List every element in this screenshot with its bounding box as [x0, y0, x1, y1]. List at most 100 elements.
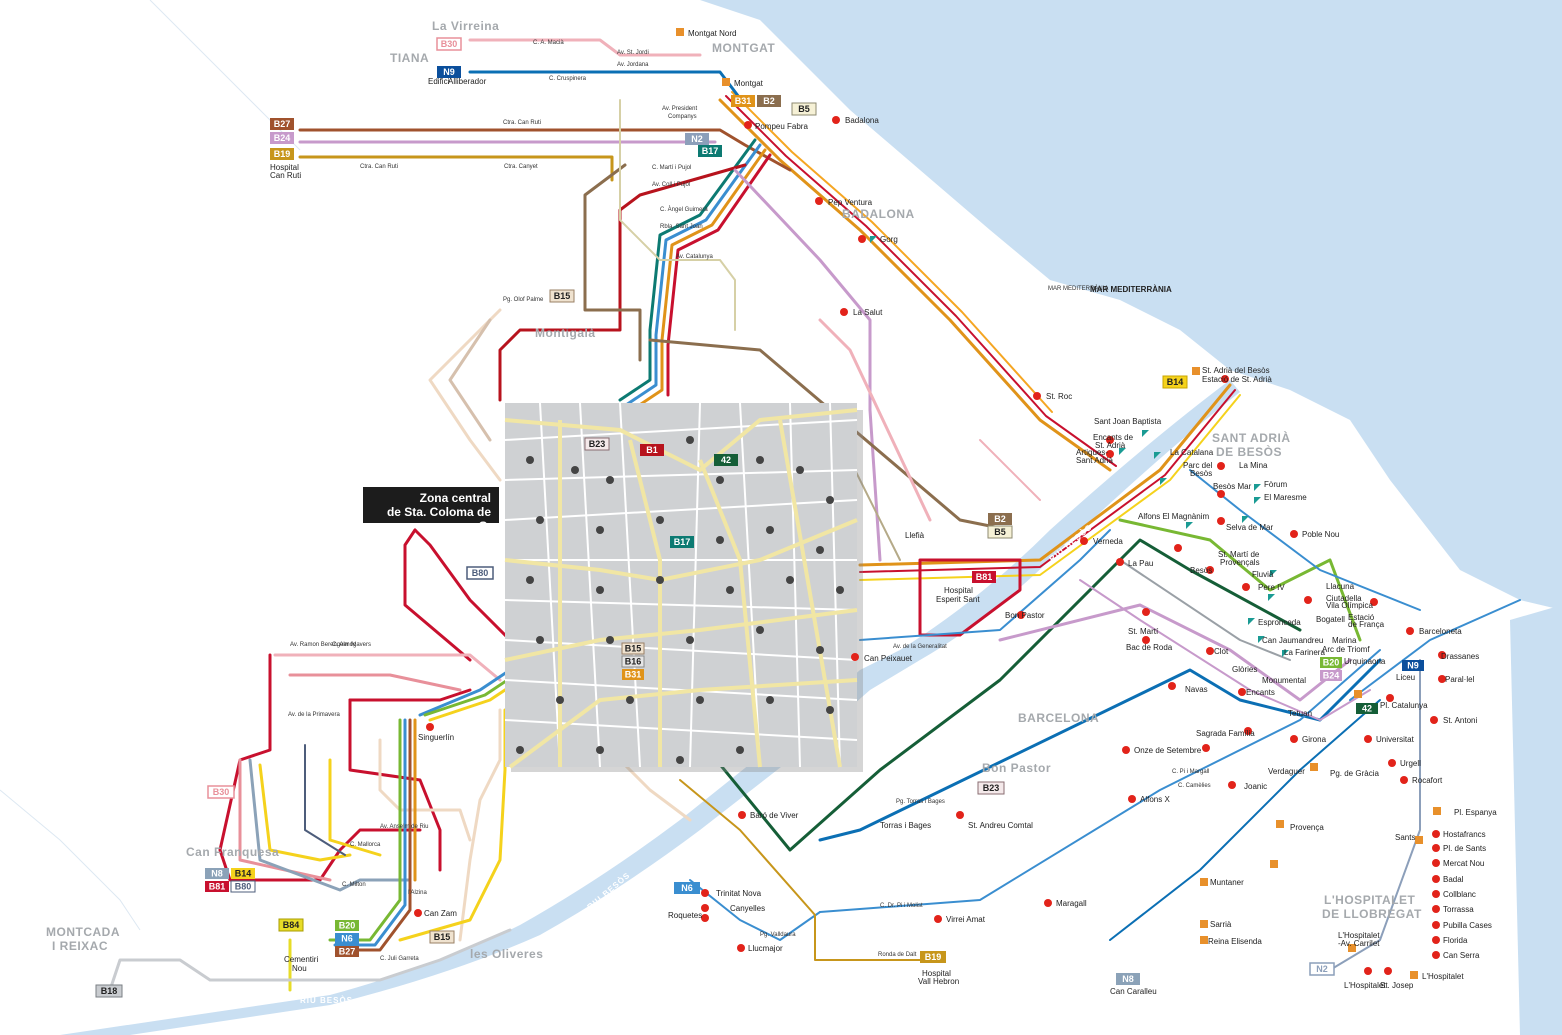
svg-text:N2: N2 [1316, 964, 1328, 974]
badge-n8-left[interactable]: N8 [205, 868, 229, 879]
place-tiana: TIANA [390, 51, 429, 65]
badge-b14-left[interactable]: B14 [231, 868, 255, 879]
street-ctra-can-ruti-2: Ctra. Can Ruti [360, 164, 398, 170]
badge-b31[interactable]: B31 [731, 95, 755, 107]
street-c-angel-guimera: C. Àngel Guimerà [660, 206, 708, 213]
svg-text:N6: N6 [341, 934, 353, 944]
badge-b24-right[interactable]: B24 [1320, 670, 1342, 681]
stop-la-salut: La Salut [853, 308, 883, 317]
stop-hosp-esperit-1: Hospital [944, 586, 973, 595]
badge-b19[interactable]: B19 [270, 148, 294, 160]
svg-text:B30: B30 [213, 787, 230, 797]
svg-text:B15: B15 [434, 932, 451, 942]
svg-text:B17: B17 [674, 537, 691, 547]
badge-b5-right[interactable]: B5 [987, 525, 1013, 539]
stop-urgell: Urgell [1400, 759, 1421, 768]
stop-pl-espanya: Pl. Espanya [1454, 808, 1497, 817]
place-can-franquesa: Can Franquesa [186, 845, 279, 859]
badge-b84[interactable]: B84 [278, 918, 304, 932]
stop-torrassa: Torrassa [1443, 905, 1474, 914]
stop-universitat: Universitat [1376, 735, 1415, 744]
badge-n2[interactable]: N2 [685, 133, 709, 145]
svg-text:B84: B84 [283, 920, 300, 930]
svg-text:B19: B19 [274, 149, 291, 159]
badge-b24[interactable]: B24 [270, 132, 294, 144]
stop-llacuna: Llacuna [1326, 582, 1355, 591]
stop-sarria: Sarrià [1210, 920, 1232, 929]
badge-42-right[interactable]: 42 [1356, 703, 1378, 714]
routes [108, 38, 1521, 992]
badge-b20-left[interactable]: B20 [335, 920, 359, 931]
badge-n6[interactable]: N6 [674, 882, 700, 894]
stop-canyelles: Canyelles [730, 904, 765, 913]
stop-pl-catalunya: Pl. Catalunya [1380, 701, 1428, 710]
svg-text:42: 42 [1362, 704, 1372, 714]
badge-b17[interactable]: B17 [698, 145, 722, 157]
stop-edifici-1: Edifici [428, 77, 450, 86]
stop-arc-triomf: Arc de Triomf [1322, 645, 1370, 654]
stop-rocafort: Rocafort [1412, 776, 1443, 785]
badge-b2-right[interactable]: B2 [988, 513, 1012, 525]
badge-b23-bottom[interactable]: B23 [977, 781, 1005, 795]
stop-estacio-franca-2: de França [1348, 620, 1385, 629]
badge-b15[interactable]: B15 [549, 289, 575, 303]
badge-n9-right[interactable]: N9 [1402, 660, 1424, 671]
badge-n9[interactable]: N9 [437, 66, 461, 78]
stop-forum: Fòrum [1264, 480, 1287, 489]
stop-joanic: Joanic [1244, 782, 1267, 791]
stop-collblanc: Collblanc [1443, 890, 1476, 899]
stop-st-adria-besos: St. Adrià del Besòs [1202, 366, 1270, 375]
street-c-dr-pi-molist: C. Dr. Pi i Molist [880, 903, 923, 909]
badge-b1[interactable]: B1 [640, 444, 664, 456]
street-av-generalitat: Av. de la Generalitat [893, 644, 947, 650]
badge-n8[interactable]: N8 [1116, 973, 1140, 985]
stop-pompeu-fabra: Pompeu Fabra [755, 122, 808, 131]
central-zone-map [504, 402, 863, 772]
stop-montgat: Montgat [734, 79, 764, 88]
stop-pg-gracia: Pg. de Gràcia [1330, 769, 1379, 778]
stop-selva-mar: Selva de Mar [1226, 523, 1273, 532]
street-ronda-dalt: Ronda de Dalt [878, 952, 917, 958]
badge-b15-center[interactable]: B15 [621, 642, 645, 655]
stop-urquinaona: Urquinaona [1344, 657, 1386, 666]
stop-sants: Sants [1395, 833, 1415, 842]
stop-fluvia: Fluvià [1252, 570, 1274, 579]
stop-sagrada-familia: Sagrada Família [1196, 729, 1255, 738]
badge-b16[interactable]: B16 [621, 655, 645, 668]
svg-text:B18: B18 [101, 986, 118, 996]
badge-b27-left[interactable]: B27 [335, 946, 359, 957]
stop-hosp-vall-1: Hospital [922, 969, 951, 978]
svg-text:B31: B31 [735, 96, 752, 106]
badge-b20[interactable]: B20 [1320, 657, 1342, 668]
stop-hosp-vall-2: Vall Hebron [918, 977, 959, 986]
badge-b17-center[interactable]: B17 [670, 536, 694, 548]
badge-42[interactable]: 42 [714, 454, 738, 466]
badge-b31-center[interactable]: B31 [622, 669, 644, 680]
stop-glories: Glòries [1232, 665, 1257, 674]
street-av-st-jordi: Av. St. Jordi [617, 50, 649, 56]
badge-b19-bottom[interactable]: B19 [920, 951, 946, 963]
badge-b30-left[interactable]: B30 [207, 785, 235, 799]
badge-b81[interactable]: B81 [972, 571, 996, 583]
stop-lhosp-cartiet-1: L'Hospitalet [1338, 931, 1380, 940]
badge-b15-left[interactable]: B15 [429, 930, 455, 944]
badge-n6-left[interactable]: N6 [335, 933, 359, 944]
badge-b18[interactable]: B18 [95, 984, 123, 998]
svg-text:B80: B80 [472, 568, 489, 578]
street-lalzina: l'Alzina [408, 890, 427, 896]
street-c-marti-pujol: C. Martí i Pujol [652, 165, 691, 171]
place-la-virreina: La Virreina [432, 19, 499, 33]
svg-text:B31: B31 [625, 670, 642, 680]
badge-b80[interactable]: B80 [466, 566, 494, 580]
badge-b30[interactable]: B30 [436, 37, 462, 51]
badge-b2[interactable]: B2 [757, 95, 781, 107]
stop-parc-besos-2: Besòs [1190, 469, 1212, 478]
badge-b23[interactable]: B23 [584, 437, 610, 451]
svg-text:B5: B5 [994, 527, 1006, 537]
badge-b14[interactable]: B14 [1162, 375, 1188, 389]
badge-n2-bottom[interactable]: N2 [1309, 962, 1335, 976]
badge-b5[interactable]: B5 [791, 102, 817, 116]
badge-b27[interactable]: B27 [270, 118, 294, 130]
badge-b80-left[interactable]: B80 [230, 880, 256, 893]
badge-b81-left[interactable]: B81 [205, 881, 229, 892]
